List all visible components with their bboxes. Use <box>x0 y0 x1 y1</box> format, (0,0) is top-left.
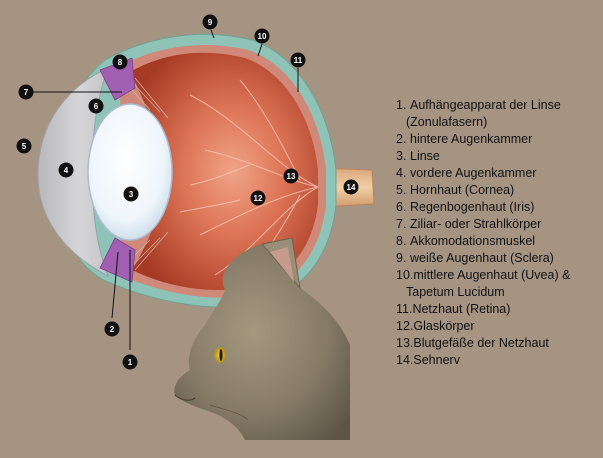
marker-6: 6 <box>88 98 104 114</box>
svg-text:5: 5 <box>22 142 27 151</box>
marker-4: 4 <box>58 162 74 178</box>
legend-item-10-continued: Tapetum Lucidum <box>406 285 505 299</box>
marker-8: 8 <box>112 54 128 70</box>
marker-2: 2 <box>104 321 120 337</box>
marker-9: 9 <box>202 14 218 30</box>
svg-text:1: 1 <box>128 358 133 367</box>
legend-item-5: 5.Hornhaut (Cornea) <box>396 183 515 197</box>
legend-item-11: 11.Netzhaut (Retina) <box>396 302 511 316</box>
legend-item-7: 7.Ziliar- oder Strahlkörper <box>396 217 542 231</box>
svg-text:3: 3 <box>129 190 134 199</box>
marker-10: 10 <box>254 28 270 44</box>
marker-14: 14 <box>343 179 359 195</box>
ciliary-body <box>124 77 169 271</box>
svg-text:2: 2 <box>110 325 115 334</box>
legend-item-1-continued: (Zonulafasern) <box>406 115 488 129</box>
legend-item-3: 3.Linse <box>396 149 440 163</box>
svg-text:6: 6 <box>94 102 99 111</box>
svg-text:13: 13 <box>287 172 296 181</box>
svg-text:9: 9 <box>208 18 213 27</box>
legend-item-10: 10.mittlere Augenhaut (Uvea) & <box>396 268 571 282</box>
legend-item-9: 9.weiße Augenhaut (Sclera) <box>396 251 554 265</box>
legend-item-1: 1.Aufhängeapparat der Linse <box>396 98 561 112</box>
lens <box>87 103 173 241</box>
legend-item-12: 12.Glaskörper <box>396 319 475 333</box>
svg-text:12: 12 <box>254 194 263 203</box>
svg-text:10: 10 <box>258 32 267 41</box>
marker-13: 13 <box>283 168 299 184</box>
marker-3: 3 <box>123 186 139 202</box>
marker-11: 11 <box>290 52 306 68</box>
legend-item-4: 4.vordere Augenkammer <box>396 166 537 180</box>
legend-item-6: 6.Regenbogenhaut (Iris) <box>396 200 535 214</box>
svg-text:11: 11 <box>294 56 303 65</box>
legend-list: 1.Aufhängeapparat der Linse (Zonulafaser… <box>396 97 570 369</box>
marker-5: 5 <box>16 138 32 154</box>
marker-7: 7 <box>18 84 34 100</box>
marker-12: 12 <box>250 190 266 206</box>
svg-text:8: 8 <box>118 58 123 67</box>
svg-text:7: 7 <box>24 88 29 97</box>
svg-text:14: 14 <box>347 183 356 192</box>
legend-item-14: 14.Sehnerv <box>396 353 460 367</box>
vitreous-body <box>130 52 318 290</box>
legend-item-8: 8.Akkomodationsmuskel <box>396 234 536 248</box>
cat-head-illustration <box>174 237 350 440</box>
marker-1: 1 <box>122 354 138 370</box>
leader-lines <box>32 29 299 350</box>
legend-item-2: 2.hintere Augenkammer <box>396 132 533 146</box>
svg-text:4: 4 <box>64 166 69 175</box>
legend-item-13: 13.Blutgefäße der Netzhaut <box>396 336 549 350</box>
